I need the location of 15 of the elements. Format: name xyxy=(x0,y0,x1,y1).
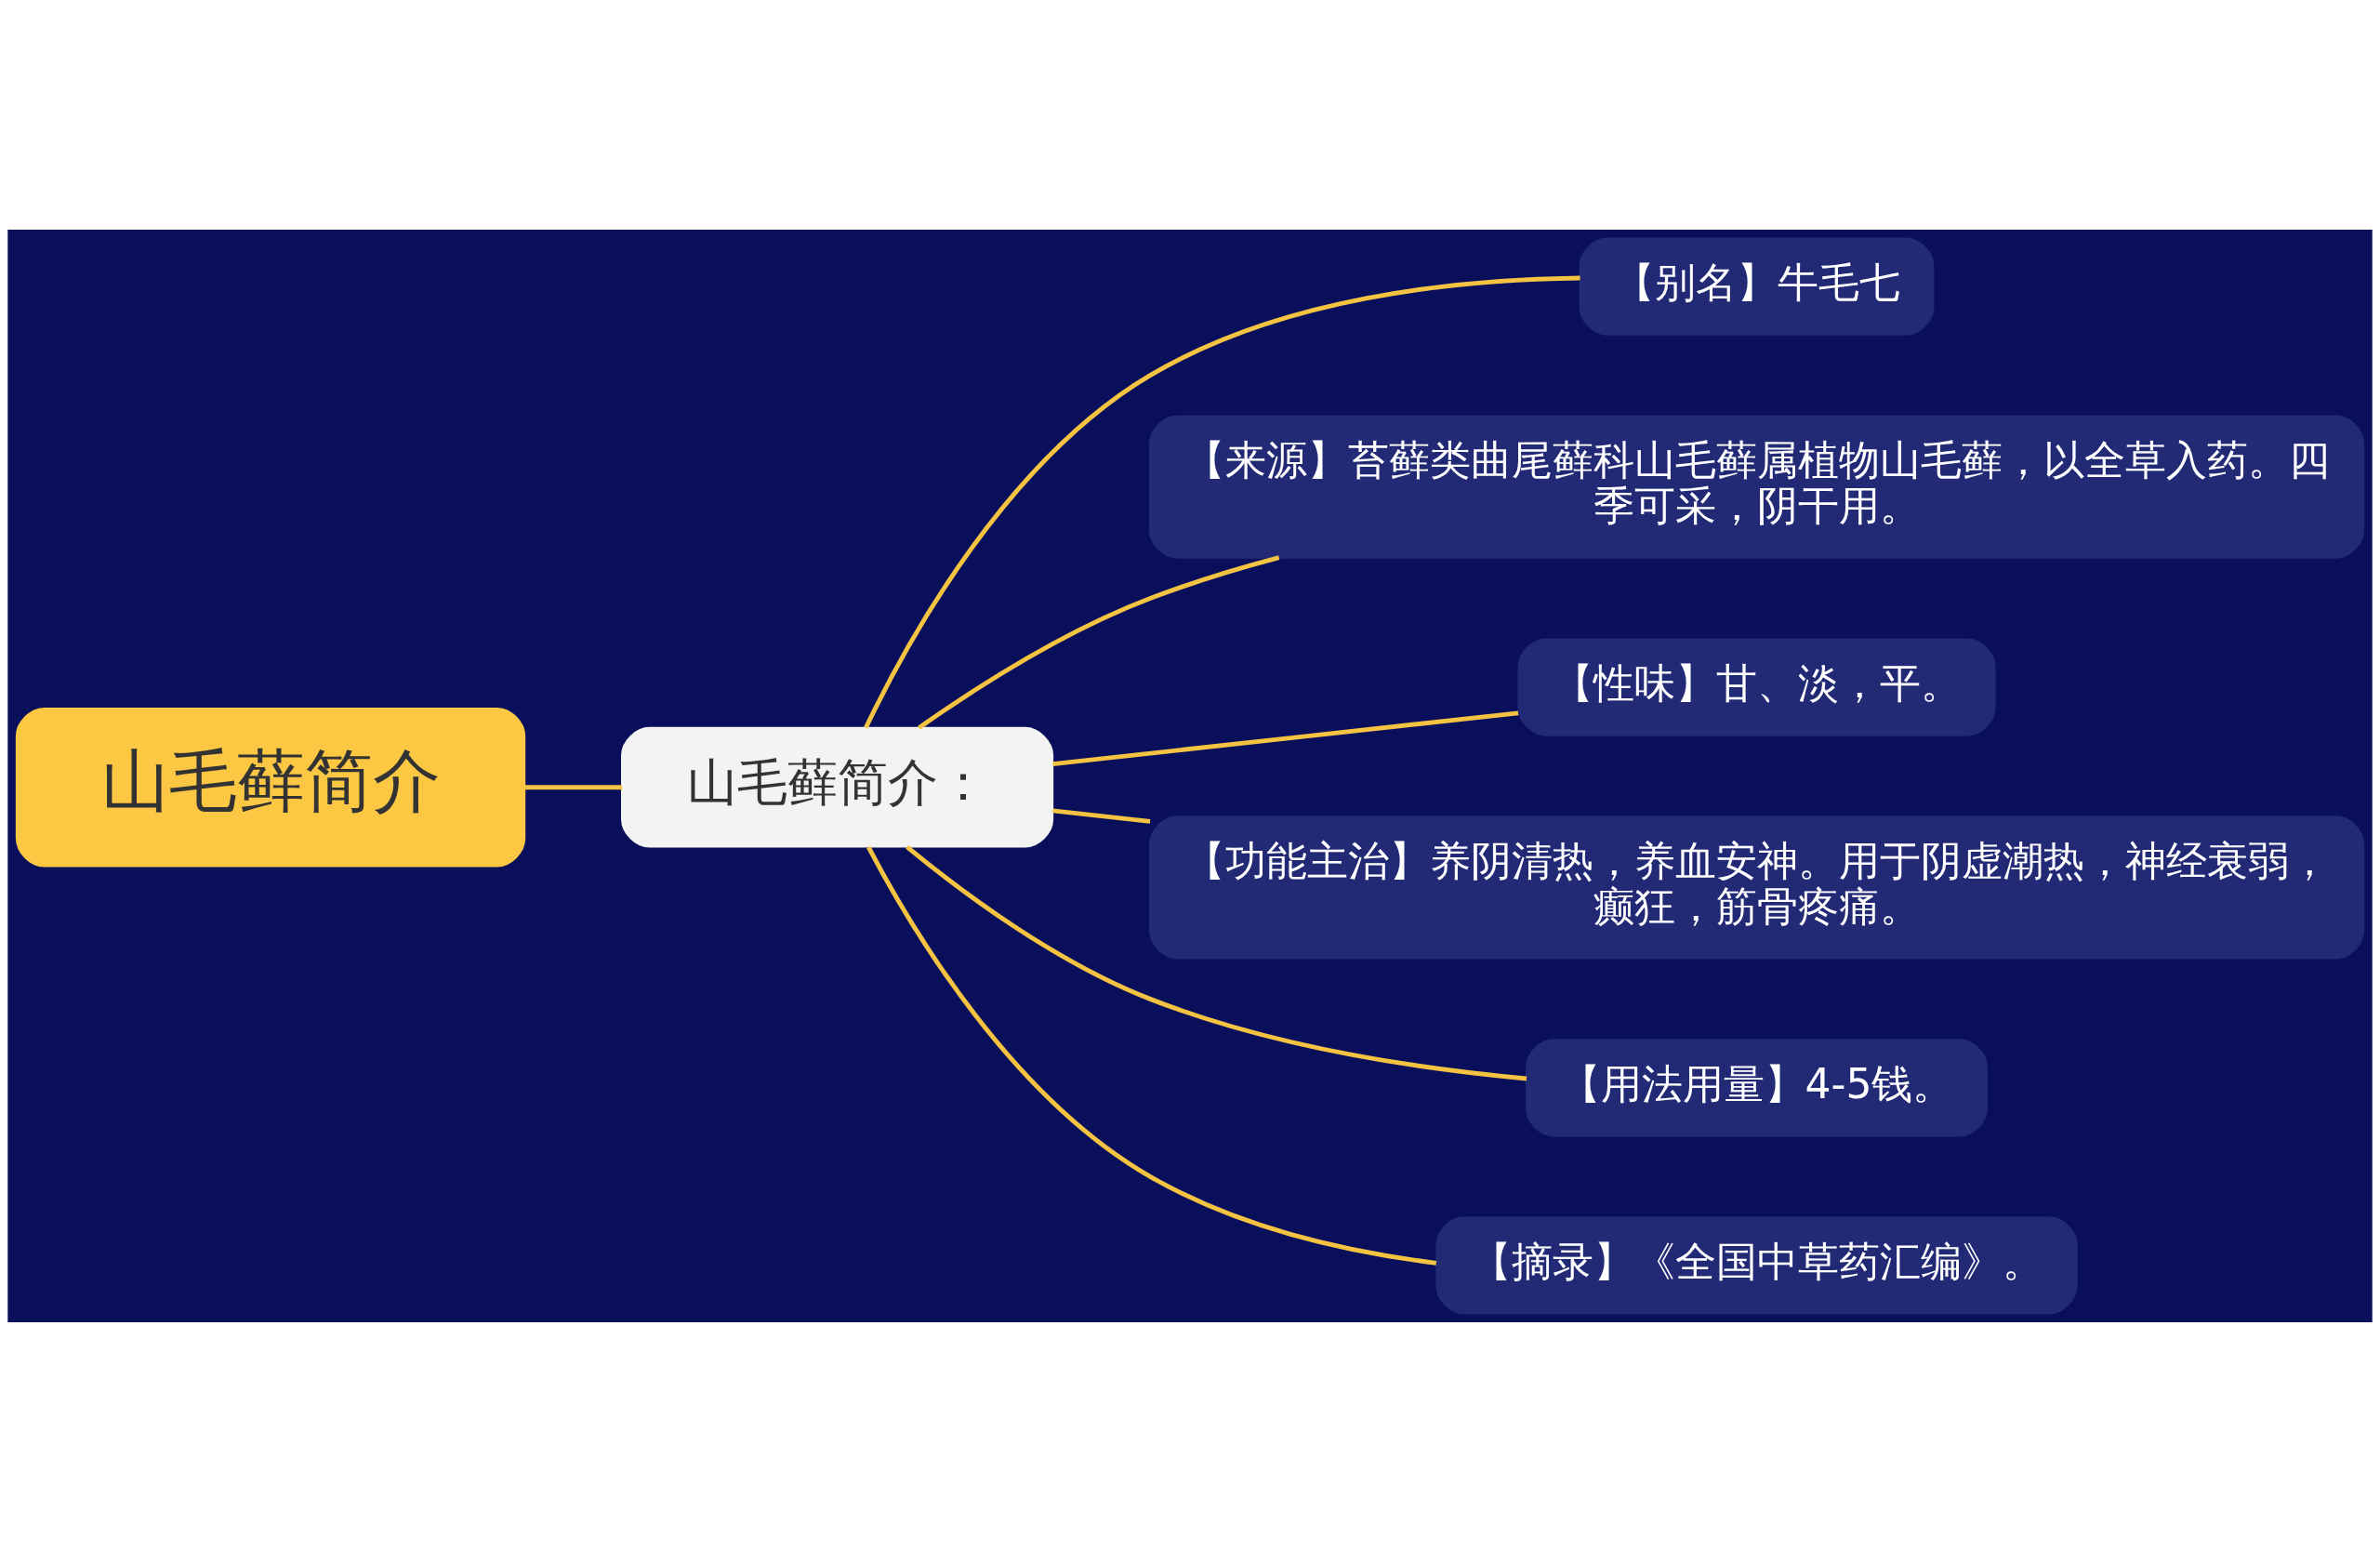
connector xyxy=(866,845,1437,1266)
connector xyxy=(918,554,1280,730)
node-box: 山毛藓简介： xyxy=(621,726,1054,848)
node-box: 【来源】苔藓类曲尾藓科山毛藓属植物山毛藓，以全草入药。四季可采，阴干用。 xyxy=(1148,415,2365,559)
connector xyxy=(1052,709,1519,766)
connector xyxy=(864,275,1580,729)
connector xyxy=(1052,807,1151,824)
node-box: 【性味】甘、淡，平。 xyxy=(1517,637,1996,736)
node-box: 【摘录】《全国中草药汇编》。 xyxy=(1435,1215,2078,1314)
node-box: 山毛藓简介 xyxy=(15,707,526,867)
node-box: 【别名】牛毛七 xyxy=(1579,237,1935,336)
connector xyxy=(906,844,1527,1080)
node-box: 【用法用量】4-5钱。 xyxy=(1526,1038,1988,1136)
connector xyxy=(524,784,623,789)
node-box: 【功能主治】养阴清热，养血安神。用于阴虚潮热，神经衰弱，癫狂，筋骨疼痛。 xyxy=(1148,815,2365,960)
